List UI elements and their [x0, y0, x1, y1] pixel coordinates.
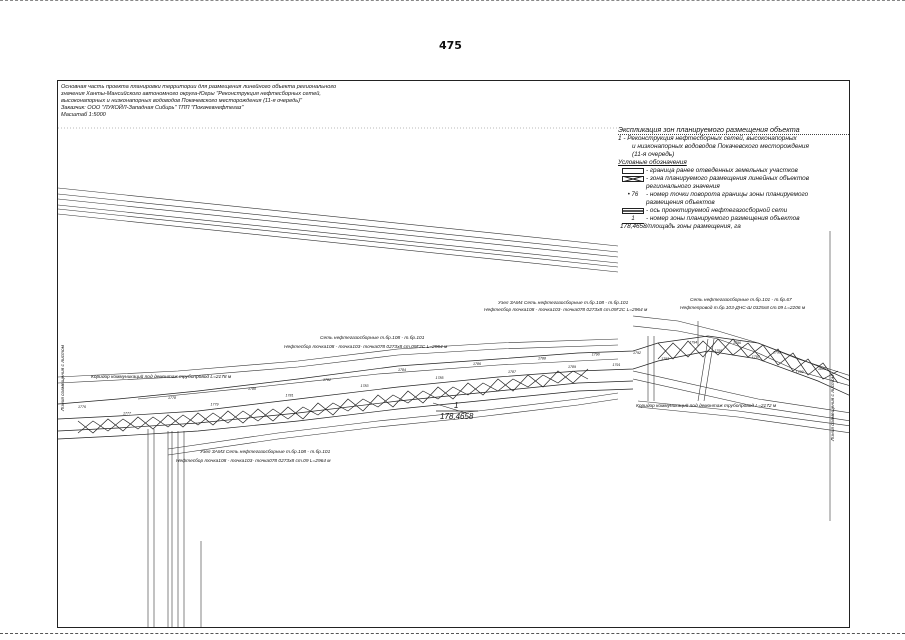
turning-point-label: 1782 — [323, 378, 331, 382]
drawing-sheet: 1 178,4658 Узел ЗАМ4 Сеть нефтегазосборн… — [57, 80, 850, 628]
turning-point-label: 1800 — [818, 367, 826, 371]
legend-text: - зона планируемого размещения линейных … — [646, 175, 810, 182]
legend-text: - ось проектируемой нефтегазосборной сет… — [646, 207, 788, 214]
turning-point-label: 1790 — [592, 353, 600, 357]
turning-point-label: 1779 — [211, 403, 219, 407]
zone-hatch-icon — [622, 176, 644, 182]
header-line: Масштаб 1:5000 — [61, 112, 106, 118]
legend-row-point: • 76 - номер точки поворота границы зоны… — [618, 191, 849, 207]
boundary-symbol-icon — [622, 168, 644, 174]
turning-point-label: 1781 — [286, 394, 294, 398]
turning-point-label: 1791 — [612, 363, 620, 367]
turning-point-label: 1777 — [123, 412, 132, 416]
turning-point-label: 1787 — [508, 370, 517, 374]
legend-text: регионального значения — [646, 183, 720, 190]
turning-point-label: 1798 — [773, 351, 781, 355]
legend-text: размещения объектов — [646, 199, 715, 206]
annotation-node-zam3: Узел ЗАМ3 Сеть нефтегазосборные т.бр.108… — [200, 449, 331, 455]
annotation-corridor-2: Коридор коммуникаций под демонтаж трубоп… — [636, 402, 777, 409]
sheet-header: Основная часть проекта планировки террит… — [61, 84, 391, 119]
legend-mark: 76 — [631, 192, 639, 198]
annotation-match-line: Линия совмещения с листом — [830, 374, 836, 442]
zone-number-mark: 1 — [622, 215, 644, 224]
legend-text: - граница ранее отведенных земельных уча… — [646, 167, 798, 174]
annotation-pipe-2: Нефтесбор точка108 - точка103- точка078 … — [284, 344, 448, 350]
turning-point-labels: 1776 1777 1778 1779 1780 1781 1782 1783 1784 1785… — [78, 341, 826, 416]
legend: Экспликация зон планируемого размещения … — [618, 126, 849, 231]
legend-row-axis: - ось проектируемой нефтегазосборной сет… — [618, 207, 849, 215]
zone-area-mark: 178,4658 — [620, 223, 647, 230]
annotation-pipe-1: Нефтесбор точка108 - точка103- точка078 … — [484, 307, 648, 313]
annotation-match-line-left: Линия совмещения с листом — [60, 344, 66, 412]
turning-point-label: 1788 — [538, 357, 546, 361]
annotation-node-zam4: Узел ЗАМ4 Сеть нефтегазосборные т.бр.108… — [498, 300, 629, 306]
legend-row-area: 178,4658/площадь зоны размещения, га — [618, 223, 849, 231]
zone-number: 1 — [454, 401, 458, 410]
vertical-lines — [147, 321, 715, 627]
legend-row-zone-number: 1 - номер зоны планируемого размещения о… — [618, 215, 849, 224]
turning-point-label: 1793 — [661, 357, 669, 361]
turning-point-label: 1778 — [168, 396, 176, 400]
corridor-zone — [58, 335, 849, 440]
annotation-network-2: Сеть нефтегазосборные т.бр.101 - т.бр.67 — [690, 297, 792, 303]
legend-item-1: 1 - Реконструкция нефтесборных сетей, вы… — [618, 135, 797, 142]
point-number-mark: • 76 — [627, 192, 639, 198]
legend-symbols-title: Условные обозначения — [618, 159, 687, 166]
turning-point-label: 1794 — [689, 341, 697, 345]
legend-text: - номер точки поворота границы зоны план… — [646, 191, 809, 198]
legend-row-boundary: - граница ранее отведенных земельных уча… — [618, 167, 849, 175]
scan-edge-bottom — [0, 633, 905, 635]
turning-point-label: 1792 — [633, 351, 641, 355]
turning-point-label: 1789 — [568, 365, 576, 369]
pipeline-lines — [58, 315, 849, 422]
annotations: Узел ЗАМ4 Сеть нефтегазосборные т.бр.108… — [60, 297, 836, 464]
zone-area: 178,4658 — [440, 412, 474, 421]
header-line: Основная часть проекта планировки террит… — [61, 84, 337, 90]
turning-point-label: 1783 — [361, 384, 369, 388]
turning-point-label: 1776 — [78, 405, 86, 409]
legend-text: - номер зоны планируемого размещения объ… — [646, 215, 800, 222]
legend-row-zone: - зона планируемого размещения линейных … — [618, 175, 849, 191]
page-number: 475 — [439, 39, 462, 52]
map-drawing: 1 178,4658 Узел ЗАМ4 Сеть нефтегазосборн… — [58, 127, 849, 627]
turning-point-label: 1785 — [436, 376, 444, 380]
scan-edge-top — [0, 0, 905, 2]
legend-text: /площадь зоны размещения, га — [646, 223, 741, 230]
legend-item-1-cont: и низконапорных водоводов Покачевского м… — [632, 143, 809, 150]
pipeline-axis-icon — [622, 208, 644, 214]
turning-point-label: 1797 — [752, 355, 761, 359]
annotation-network-1: Сеть нефтегазосборные т.бр.108 - т.бр.10… — [320, 335, 425, 341]
turning-point-label: 1796 — [733, 341, 741, 345]
annotation-pipe-4: Нефтепровод т.бр.103-ДНС-Ш 0325х8 ст.09 … — [680, 305, 806, 311]
lower-lines — [167, 392, 849, 456]
zone-label: 1 178,4658 — [432, 401, 478, 421]
turning-point-label: 1799 — [796, 370, 804, 374]
annotation-corridor-1: Коридор коммуникаций под демонтаж трубоп… — [91, 373, 232, 380]
turning-point-label: 1784 — [398, 368, 406, 372]
header-line: Заказчик: ООО "ЛУКОЙЛ-Западная Сибирь" Т… — [61, 105, 244, 111]
turning-point-label: 1795 — [714, 349, 722, 353]
legend-title: Экспликация зон планируемого размещения … — [618, 126, 849, 135]
turning-point-label: 1786 — [473, 362, 481, 366]
header-line: значения Ханты-Мансийского автономного о… — [61, 91, 321, 97]
upper-parallel-lines — [58, 187, 619, 273]
turning-point-label: 1780 — [248, 387, 256, 391]
annotation-pipe-3: Нефтесбор точка108 - точка103- точка078 … — [176, 458, 331, 464]
legend-item-1-cont2: (11-я очередь) — [632, 151, 675, 158]
header-line: высоконапорных и низконапорных водоводов… — [61, 98, 303, 104]
